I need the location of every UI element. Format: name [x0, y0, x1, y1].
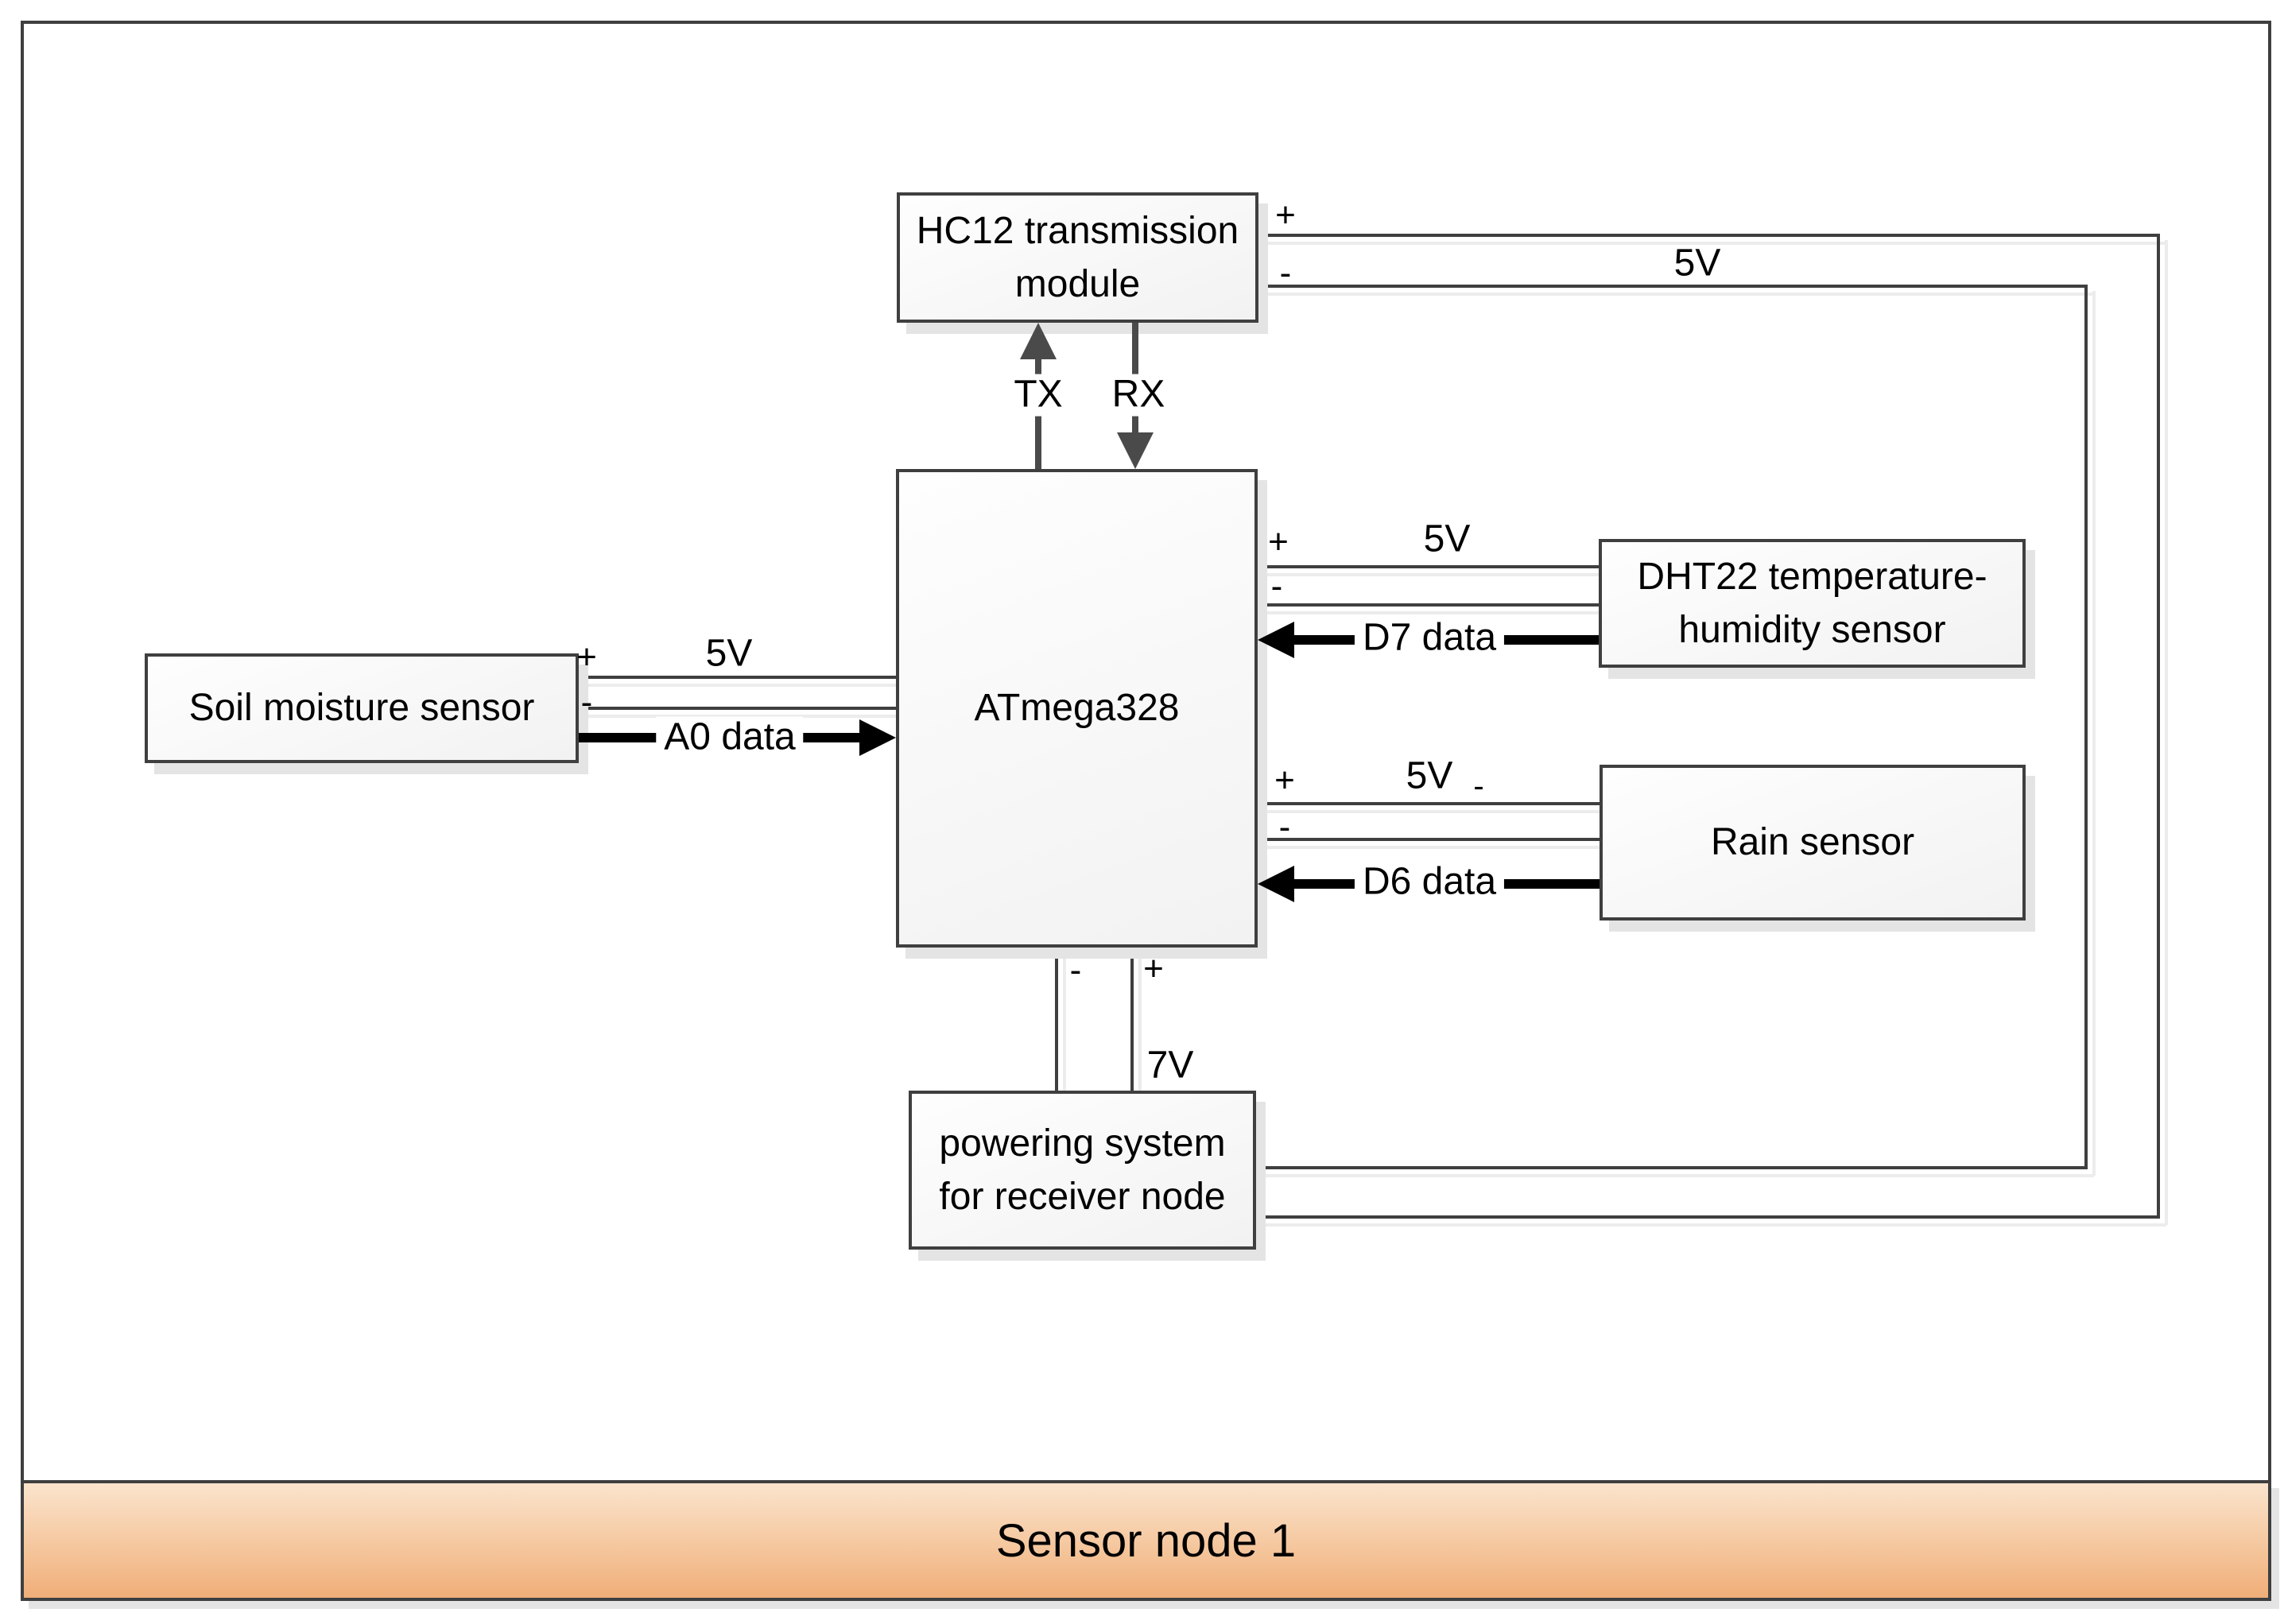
hc12-5v-label: 5V [1673, 242, 1721, 285]
wire-hc12-minus-top [1258, 285, 2088, 288]
power-plus-label: + [1143, 948, 1164, 988]
rain-5v-label: 5V [1406, 754, 1453, 797]
d7-data-label: D7 data [1354, 617, 1505, 660]
hc12-plus-label: + [1275, 195, 1296, 234]
tx-label: TX [1006, 374, 1071, 417]
d6-data-arrowhead-icon [1258, 866, 1294, 902]
soil-5v-label: 5V [705, 632, 753, 675]
dht22-label-line2: humidity sensor [1678, 609, 1946, 651]
soil-minus-label: - [580, 682, 593, 722]
soil-moisture-sensor-box: Soil moisture sensor [145, 653, 579, 763]
wire-hc12-minus-bottom [1256, 1166, 2088, 1169]
dht-minus-label: - [1270, 566, 1283, 606]
wire-power-minus [1055, 948, 1058, 1091]
wire-hc12-plus-bottom [1256, 1215, 2160, 1219]
wire-hc12-plus-right [2157, 234, 2160, 1219]
d7-data-arrowhead-icon [1258, 622, 1294, 658]
wire-hc12-plus-top [1258, 234, 2160, 237]
rain-plus-label: + [1274, 760, 1295, 800]
wire-rain-minus [1258, 838, 1600, 841]
rain-sensor-label: Rain sensor [1710, 821, 1915, 864]
sensor-node-title-bar: Sensor node 1 [21, 1480, 2271, 1601]
sensor-node-title: Sensor node 1 [995, 1514, 1297, 1567]
power-7v-label: 7V [1146, 1044, 1194, 1087]
rx-label: RX [1103, 374, 1173, 417]
wire-hc12-minus-right [2084, 285, 2088, 1169]
tx-arrowhead-icon [1020, 323, 1057, 359]
wire-soil-minus [579, 707, 896, 710]
wire-dht-minus [1258, 603, 1599, 607]
rain-extra-minus-label: - [1473, 769, 1484, 804]
dht22-sensor-box: DHT22 temperature- humidity sensor [1599, 539, 2026, 668]
a0-data-label: A0 data [656, 716, 804, 759]
wire-soil-plus [579, 676, 896, 679]
atmega328-label: ATmega328 [974, 687, 1180, 730]
dht-plus-label: + [1268, 521, 1289, 561]
powering-system-box: powering system for receiver node [909, 1091, 1256, 1250]
soil-plus-label: + [576, 637, 597, 676]
rain-minus-label: - [1278, 807, 1291, 847]
atmega328-box: ATmega328 [896, 469, 1258, 948]
a0-data-arrowhead-icon [859, 719, 896, 756]
power-minus-label: - [1069, 950, 1082, 990]
dht-5v-label: 5V [1423, 517, 1471, 560]
powering-label-line1: powering system [939, 1122, 1226, 1165]
hc12-label-line2: module [1014, 263, 1141, 305]
rx-arrowhead-icon [1117, 432, 1154, 469]
hc12-minus-label: - [1279, 253, 1292, 293]
soil-moisture-label: Soil moisture sensor [188, 687, 535, 730]
d6-data-label: D6 data [1354, 861, 1505, 904]
hc12-module-box: HC12 transmission module [897, 192, 1258, 323]
wire-dht-plus [1258, 565, 1599, 568]
hc12-label-line1: HC12 transmission [916, 209, 1239, 252]
dht22-label-line1: DHT22 temperature- [1637, 555, 1987, 598]
powering-label-line2: for receiver node [939, 1176, 1226, 1218]
wire-power-plus [1130, 948, 1134, 1091]
wire-rain-plus [1258, 802, 1600, 805]
rain-sensor-box: Rain sensor [1600, 765, 2026, 921]
